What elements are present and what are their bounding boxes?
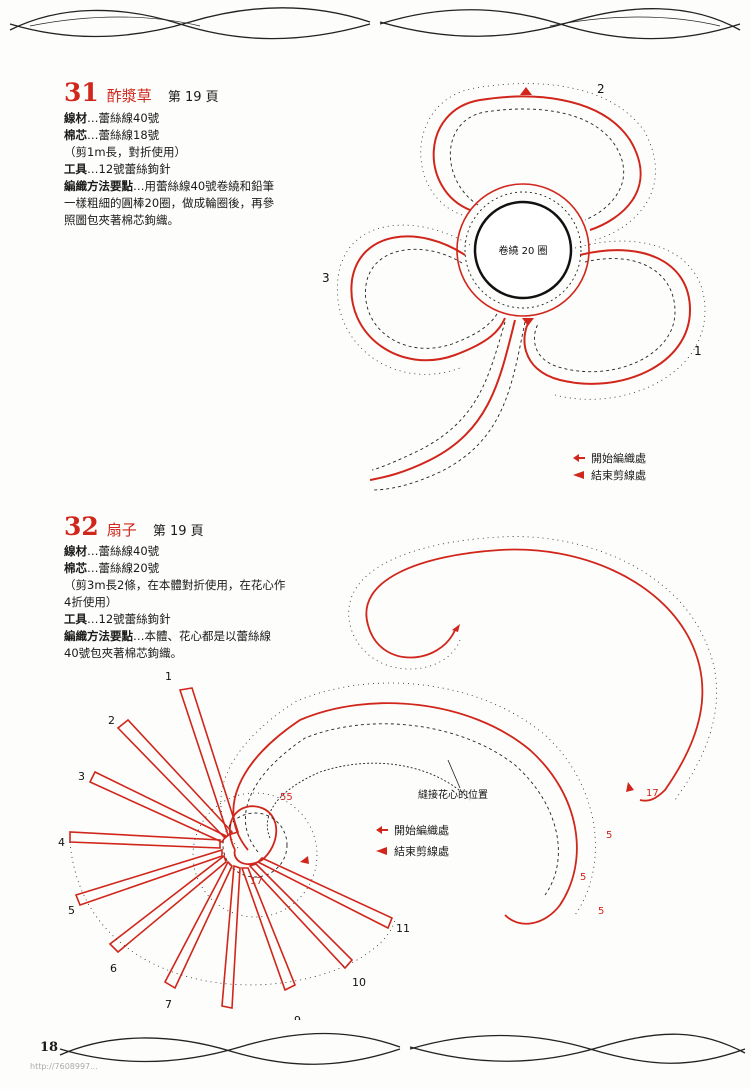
pattern-31-number: 31 <box>64 78 99 107</box>
petal-number: 5 <box>68 904 75 917</box>
instruction-line: 棉芯…蕾絲線20號 <box>64 561 160 575</box>
center-ring-label: 卷繞 20 圈 <box>498 244 547 257</box>
pattern-32-number: 32 <box>64 512 99 541</box>
fan-body <box>220 682 596 925</box>
start-arrow-icon <box>376 826 388 834</box>
pattern-31-page-ref: 第 19 頁 <box>167 90 219 105</box>
petal-number: 2 <box>108 714 115 727</box>
petal-number: 7 <box>165 998 172 1011</box>
end-marker <box>522 318 534 326</box>
petal-number: 11 <box>396 922 410 935</box>
petal-number: 9 <box>294 1014 301 1020</box>
leaf-left <box>336 224 506 375</box>
petal-number: 1 <box>165 670 172 683</box>
petal-number: 3 <box>78 770 85 783</box>
legend-start-32: 開始編織處 <box>376 822 449 838</box>
pattern-32-heading: 32 扇子 第 19 頁 <box>64 512 204 541</box>
leaf-top <box>420 83 656 241</box>
legend-end-31: 結束剪線處 <box>573 467 646 483</box>
start-marker <box>626 782 634 792</box>
instruction-line: 40號包夾著棉芯鉤織。 <box>64 646 183 660</box>
petal-number: 10 <box>352 976 366 989</box>
flower-center <box>192 792 318 918</box>
page-number: 18 <box>40 1040 59 1055</box>
pattern-32-instructions: 線材…蕾絲線40號 棉芯…蕾絲線20號 （剪3m長2條，在本體對折使用，在花心作… <box>64 543 324 662</box>
start-marker <box>520 87 532 95</box>
instruction-line: 照圖包夾著棉芯鉤織。 <box>64 213 179 227</box>
stitch-mark: 5 <box>606 830 612 841</box>
end-arrow-icon <box>376 847 388 855</box>
fan-chart: 1 2 3 4 5 6 7 8 9 10 11 55 17 17 5 5 5 縫… <box>58 536 718 1020</box>
instruction-line: 編織方法要點…用蕾絲線40號卷繞和鉛筆 <box>64 179 275 193</box>
center-ring <box>473 200 573 300</box>
pattern-31-heading: 31 酢漿草 第 19 頁 <box>64 78 219 107</box>
instruction-line: 線材…蕾絲線40號 <box>64 111 160 125</box>
pattern-31-name: 酢漿草 <box>106 87 152 105</box>
leaf-number: 2 <box>597 82 605 96</box>
start-arrow-icon <box>573 454 585 462</box>
instruction-line: 4折使用） <box>64 595 118 609</box>
join-position-label: 縫接花心的位置 <box>418 788 488 801</box>
instruction-line: 一樣粗細的圓棒20圈，做成輪圈後，再參 <box>64 196 275 210</box>
bottom-scroll-border <box>59 1032 746 1065</box>
watermark: http://7608997... <box>30 1062 98 1071</box>
stem <box>369 319 526 491</box>
pattern-31-instructions: 線材…蕾絲線40號 棉芯…蕾絲線18號 （剪1m長，對折使用） 工具…12號蕾絲… <box>64 110 304 229</box>
legend-end-32: 結束剪線處 <box>376 843 449 859</box>
petal-number: 8 <box>226 1018 233 1020</box>
end-arrow-icon <box>573 471 585 479</box>
instruction-line: 棉芯…蕾絲線18號 <box>64 128 160 142</box>
instruction-line: 線材…蕾絲線40號 <box>64 544 160 558</box>
instruction-line: （剪3m長2條，在本體對折使用，在花心作 <box>64 578 286 592</box>
stitch-mark: 17 <box>646 788 659 799</box>
pattern-32-page-ref: 第 19 頁 <box>152 524 204 539</box>
stitch-mark: 55 <box>280 792 293 803</box>
instruction-line: 工具…12號蕾絲鉤針 <box>64 162 171 176</box>
instruction-line: 編織方法要點…本體、花心都是以蕾絲線 <box>64 629 271 643</box>
petal-number: 4 <box>58 836 65 849</box>
leaf-right <box>523 240 706 400</box>
fan-tail <box>348 536 718 802</box>
end-marker <box>300 856 309 864</box>
stitch-mark: 5 <box>598 906 604 917</box>
petal-number: 6 <box>110 962 117 975</box>
shamrock-chart: 卷繞 20 圈 1 2 3 <box>322 82 706 491</box>
legend-start-31: 開始編織處 <box>573 450 646 466</box>
leaf-number: 1 <box>694 344 702 358</box>
stitch-mark: 17 <box>250 876 263 887</box>
pattern-32-name: 扇子 <box>106 521 137 539</box>
instruction-line: 工具…12號蕾絲鉤針 <box>64 612 171 626</box>
start-marker <box>452 624 460 632</box>
top-scroll-border <box>9 7 741 40</box>
fan-petals <box>69 687 394 1009</box>
instruction-line: （剪1m長，對折使用） <box>64 145 187 159</box>
leaf-number: 3 <box>322 271 330 285</box>
stitch-mark: 5 <box>580 872 586 883</box>
